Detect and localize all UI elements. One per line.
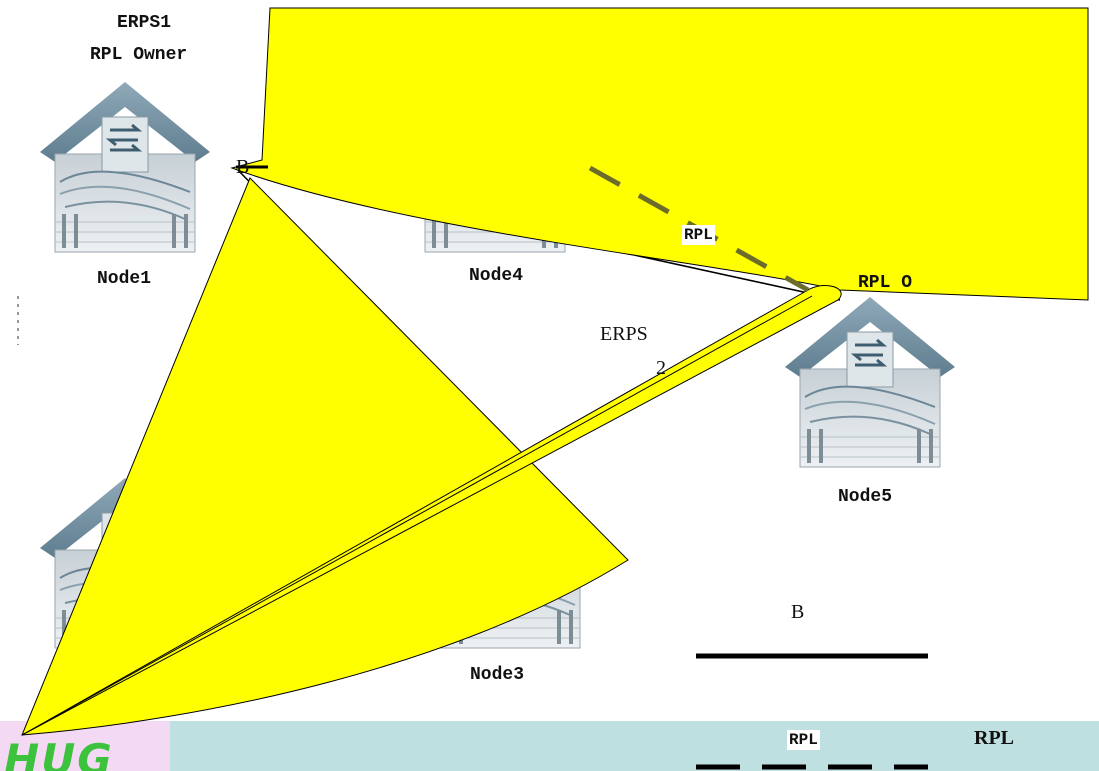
node4-label: Node4 <box>469 266 524 286</box>
rpl-owner-label-node5: RPL O <box>858 273 913 293</box>
logo-area: HUG <box>0 721 170 771</box>
callout-top-yellow <box>230 7 1089 301</box>
node1-label: Node1 <box>97 269 152 289</box>
node5-switch-icon <box>783 295 957 469</box>
legend-blocked-port-label: B <box>791 601 805 623</box>
erps2-number: 2 <box>656 357 666 379</box>
erps1-title: ERPS1 <box>117 13 172 33</box>
rpl-link-label: RPL <box>682 225 715 245</box>
rpl-owner-label: RPL Owner <box>90 45 188 65</box>
node1-switch-icon <box>38 80 212 254</box>
port-b-label: B <box>236 156 250 178</box>
logo-graphic: HUG <box>4 735 114 771</box>
callout-needle-yellow <box>21 285 842 736</box>
erps2-label: ERPS <box>600 323 648 345</box>
legend-rpl-tag: RPL <box>787 730 820 750</box>
footer-bar <box>170 721 1099 771</box>
node3-label: Node3 <box>470 665 525 685</box>
legend-rpl-text: RPL <box>974 727 1014 749</box>
node5-label: Node5 <box>838 487 893 507</box>
callout-needle-edge <box>21 295 813 736</box>
callout-fan-yellow <box>21 177 629 736</box>
